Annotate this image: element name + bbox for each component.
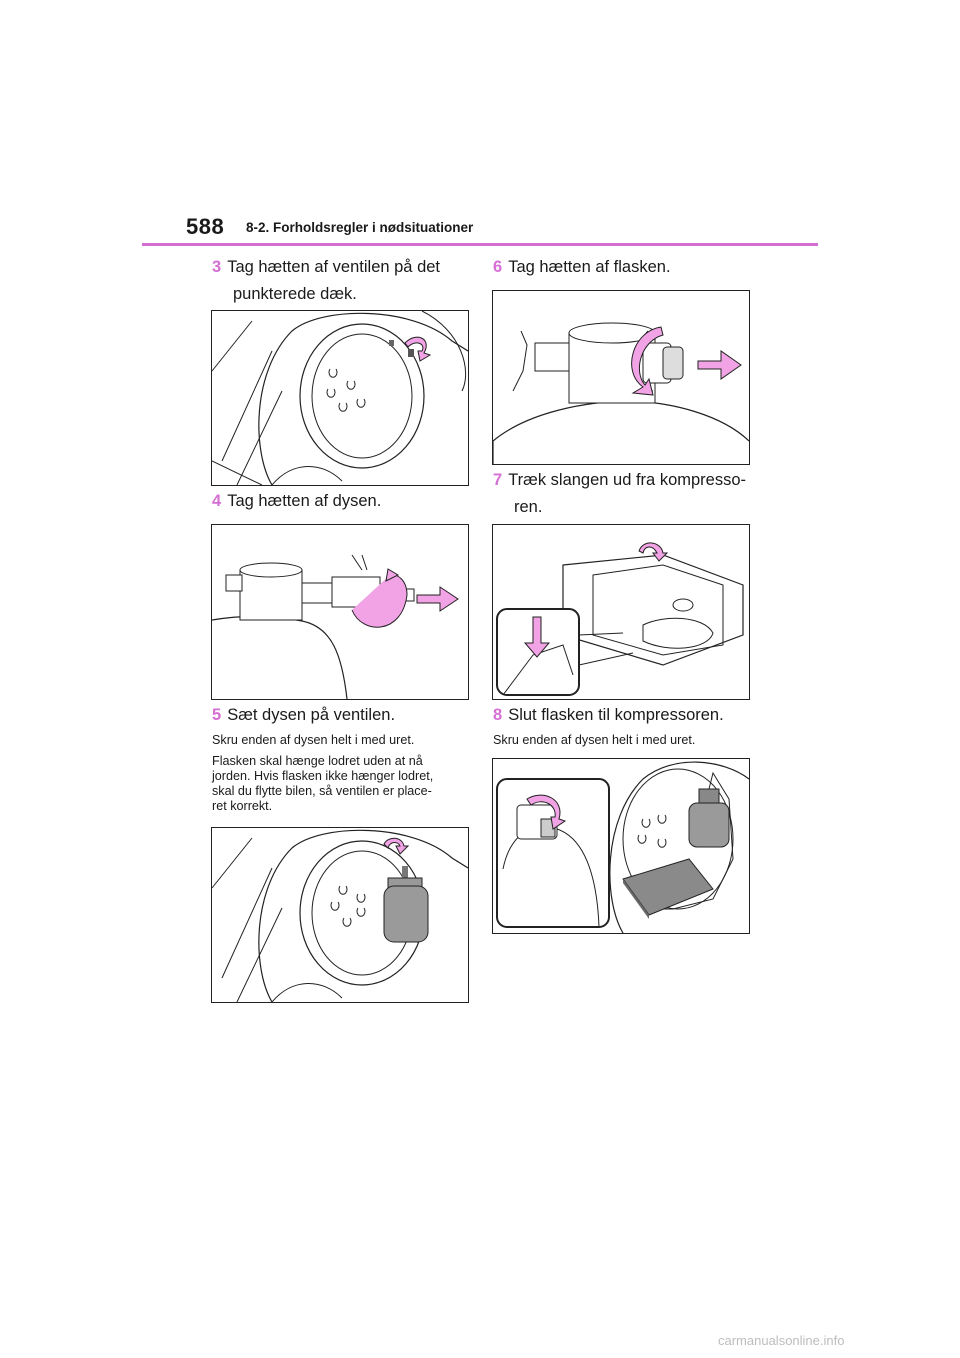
footer-watermark: carmanualsonline.info	[718, 1333, 845, 1348]
note-step8: Skru enden af dysen helt i med uret.	[493, 733, 753, 748]
bottle-cap-illustration	[493, 322, 749, 464]
note-line: jorden. Hvis flasken ikke hænger lodret,	[212, 769, 434, 783]
figure-nozzle-on-valve	[211, 827, 469, 1003]
step-number: 4	[212, 492, 222, 510]
step-4: 4 Tag hætten af dysen.	[212, 488, 381, 515]
note-step5: Skru enden af dysen helt i med uret. Fla…	[212, 733, 472, 814]
step-number: 5	[212, 706, 222, 724]
tire-valve-illustration	[212, 311, 468, 485]
note-line: ret korrekt.	[212, 799, 273, 813]
step-text-cont: punkterede dæk.	[233, 285, 357, 303]
note-line: Skru enden af dysen helt i med uret.	[212, 733, 415, 747]
step-text: Tag hætten af dysen.	[227, 492, 382, 510]
step-text: Sæt dysen på ventilen.	[227, 706, 396, 724]
figure-valve-cap	[211, 310, 469, 486]
step-text: Tag hætten af ventilen på det	[227, 258, 441, 276]
note-line: Skru enden af dysen helt i med uret.	[493, 733, 696, 747]
figure-connect-compressor	[492, 758, 750, 934]
nozzle-illustration	[212, 554, 459, 699]
figure-bottle-cap	[492, 290, 750, 465]
step-7: 7 Træk slangen ud fra kompresso- ren.	[493, 467, 746, 521]
figure-nozzle-cap	[211, 524, 469, 700]
note-line: Flasken skal hænge lodret uden at nå	[212, 754, 423, 768]
page-number: 588	[186, 214, 225, 239]
step-3: 3 Tag hætten af ventilen på det punktered…	[212, 254, 440, 308]
section-title: 8-2. Forholdsregler i nødsituationer	[246, 220, 474, 235]
step-text: Træk slangen ud fra kompresso-	[508, 471, 747, 489]
step-number: 7	[493, 471, 503, 489]
step-5: 5 Sæt dysen på ventilen.	[212, 702, 395, 729]
header-divider	[142, 243, 818, 246]
figure-compressor-hose	[492, 524, 750, 700]
step-8: 8 Slut flasken til kompressoren.	[493, 702, 724, 729]
step-number: 6	[493, 258, 503, 276]
step-6: 6 Tag hætten af flasken.	[493, 254, 671, 281]
step-text-cont: ren.	[514, 498, 543, 516]
step-number: 8	[493, 706, 503, 724]
note-line: skal du flytte bilen, så ventilen er pla…	[212, 784, 432, 798]
connect-illustration	[496, 761, 749, 933]
compressor-illustration	[496, 542, 744, 696]
step-text: Tag hætten af flasken.	[508, 258, 671, 276]
step-text: Slut flasken til kompressoren.	[508, 706, 724, 724]
step-number: 3	[212, 258, 222, 276]
bottle-on-valve-illustration	[212, 829, 468, 1002]
